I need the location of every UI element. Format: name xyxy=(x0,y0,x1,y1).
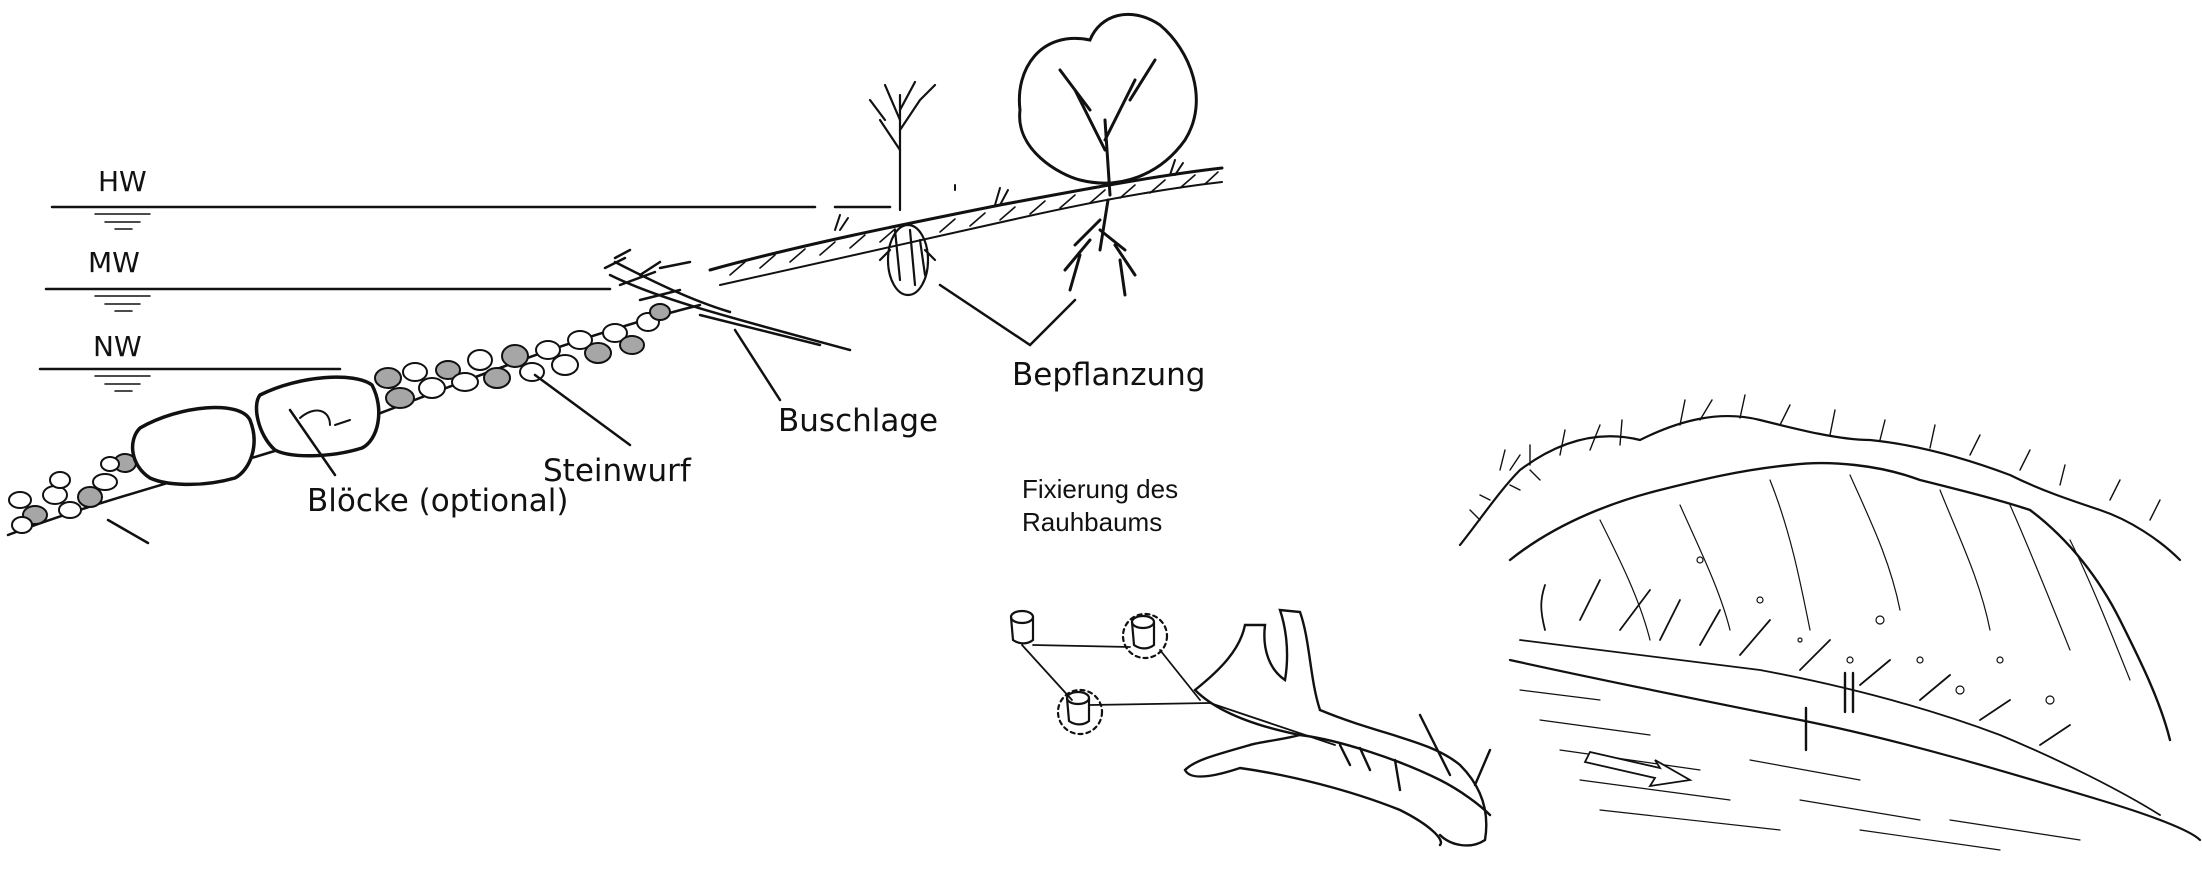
label-hw: HW xyxy=(98,168,147,196)
plant-sapling xyxy=(870,82,935,295)
brush-pile xyxy=(1520,580,2160,815)
bank-vegetation xyxy=(1460,416,2180,560)
stake-3 xyxy=(1058,690,1102,734)
grass-strokes xyxy=(1470,395,2160,520)
water-level-mw xyxy=(46,289,610,311)
boulders xyxy=(133,377,379,484)
label-nw: NW xyxy=(93,333,142,361)
label-bepflanzung: Bepflanzung xyxy=(1012,360,1205,391)
label-buschlage: Buschlage xyxy=(778,406,938,437)
plant-tree xyxy=(1019,14,1196,295)
bank-face-texture xyxy=(1600,475,2130,704)
water-surface xyxy=(1510,660,2200,840)
label-fixierung: Fixierung des Rauhbaums xyxy=(1022,473,1252,538)
label-mw: MW xyxy=(88,249,140,277)
slope-upper-inner xyxy=(720,182,1222,285)
log-fixation-panel xyxy=(1011,610,1490,845)
stake-1 xyxy=(1011,611,1033,643)
slope-upper xyxy=(710,168,1222,270)
soil-hatching xyxy=(730,172,1218,275)
water-level-hw xyxy=(52,207,890,229)
bank-sketch-panel xyxy=(1460,395,2200,850)
label-bloecke: Blöcke (optional) xyxy=(307,486,569,517)
eroded-bank-face xyxy=(1510,463,2170,740)
flow-arrow xyxy=(1585,752,1690,786)
rough-log xyxy=(1185,610,1490,845)
